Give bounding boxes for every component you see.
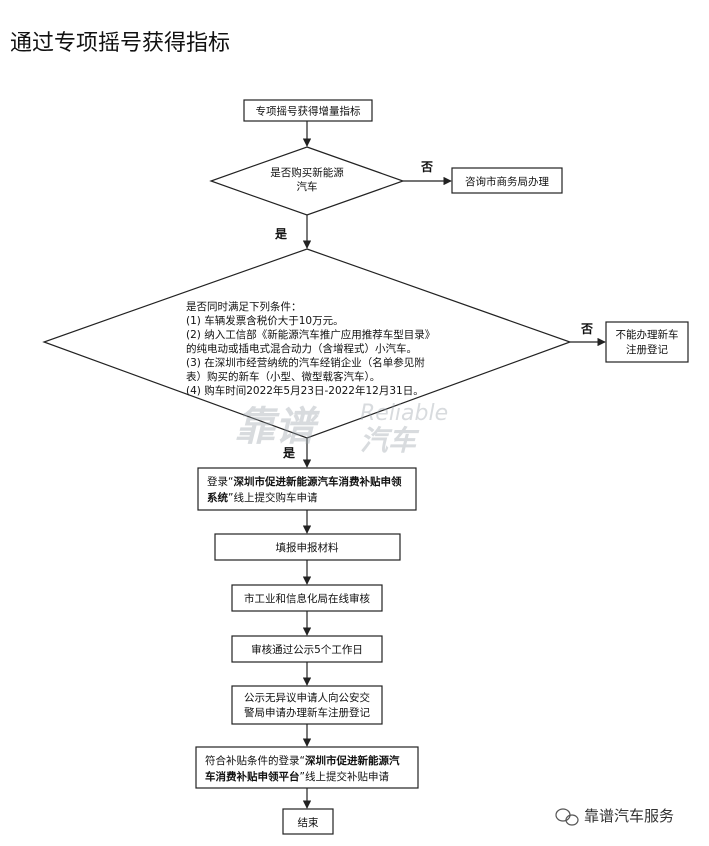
edges — [302, 121, 606, 809]
edge-label-no-2: 否 — [580, 322, 593, 336]
step1-pre: 登录“ — [207, 475, 233, 488]
node-consult: 咨询市商务局办理 — [451, 167, 563, 194]
edge-label-yes-2: 是 — [282, 446, 296, 460]
condition-line-1: 是否同时满足下列条件： — [186, 300, 302, 313]
node-step-2: 填报申报材料 — [214, 533, 401, 561]
step6-bold-2: 车消费补贴申领平台 — [205, 770, 300, 783]
condition-line-2: (1) 车辆发票含税价大于10万元。 — [186, 314, 344, 327]
node-step-1: 登录“深圳市促进新能源汽车消费补贴申领 系统”线上提交购车申请 — [197, 467, 417, 511]
step1-post: ”线上提交购车申请 — [228, 491, 318, 504]
condition-line-7: (4) 购车时间2022年5月23日-2022年12月31日。 — [186, 384, 424, 397]
credit: 靠谱汽车服务 — [555, 807, 674, 826]
node-step-5: 公示无异议申请人向公安交 警局申请办理新车注册登记 — [231, 685, 383, 725]
watermark: 靠谱 Reliable 汽车 — [235, 401, 448, 457]
step1-bold-1: 深圳市促进新能源汽车消费补贴申领 — [233, 475, 401, 488]
watermark-latin: Reliable — [360, 401, 448, 426]
node-start: 专项摇号获得增量指标 — [243, 99, 373, 122]
step6-line-1: 符合补贴条件的登录“深圳市促进新能源汽 — [205, 754, 400, 767]
condition-line-6: 表）购买的新车（小型、微型载客汽车）。 — [186, 370, 380, 383]
page-title: 通过专项摇号获得指标 — [10, 31, 230, 56]
step1-line-2: 系统”线上提交购车申请 — [207, 491, 318, 504]
decision-buy-nev: 是否购买新能源 汽车 — [209, 146, 405, 216]
credit-text: 靠谱汽车服务 — [584, 807, 674, 825]
step6-post: ”线上提交补贴申请 — [300, 770, 390, 783]
end-label: 结束 — [298, 816, 319, 829]
step3-label: 市工业和信息化局在线审核 — [244, 592, 370, 605]
condition-line-5: (3) 在深圳市经营纳统的汽车经销企业（名单参见附 — [186, 356, 425, 369]
condition-line-4: 的纯电动或插电式混合动力（含增程式）小汽车。 — [186, 342, 417, 355]
step6-bold-1: 深圳市促进新能源汽 — [305, 754, 400, 767]
decision-conditions: 是否同时满足下列条件： (1) 车辆发票含税价大于10万元。 (2) 纳入工信部… — [42, 248, 572, 439]
step1-line-1: 登录“深圳市促进新能源汽车消费补贴申领 — [207, 475, 402, 488]
step2-label: 填报申报材料 — [276, 541, 339, 554]
node-start-label: 专项摇号获得增量指标 — [256, 105, 361, 118]
edge-label-yes-1: 是 — [274, 227, 288, 241]
node-step-4: 审核通过公示5个工作日 — [231, 635, 383, 663]
step6-line-2: 车消费补贴申领平台”线上提交补贴申请 — [205, 770, 389, 783]
step5-line-2: 警局申请办理新车注册登记 — [244, 706, 370, 719]
decision-buy-nev-line-2: 汽车 — [297, 180, 318, 193]
step4-label: 审核通过公示5个工作日 — [251, 643, 363, 656]
node-step-6: 符合补贴条件的登录“深圳市促进新能源汽 车消费补贴申领平台”线上提交补贴申请 — [195, 746, 419, 789]
edge-label-no-1: 否 — [420, 160, 433, 174]
watermark-sub: 汽车 — [360, 424, 420, 457]
watermark-chinese: 靠谱 — [235, 404, 320, 450]
decision-buy-nev-line-1: 是否购买新能源 — [270, 166, 344, 179]
condition-line-3: (2) 纳入工信部《新能源汽车推广应用推荐车型目录》 — [186, 328, 435, 341]
node-cannot-line-1: 不能办理新车 — [616, 328, 679, 341]
node-end: 结束 — [282, 808, 334, 835]
node-consult-label: 咨询市商务局办理 — [465, 175, 549, 188]
node-cannot-register: 不能办理新车 注册登记 — [605, 321, 689, 363]
step5-line-1: 公示无异议申请人向公安交 — [244, 691, 370, 704]
wechat-icon — [555, 808, 579, 826]
node-step-3: 市工业和信息化局在线审核 — [231, 584, 383, 612]
node-cannot-line-2: 注册登记 — [626, 343, 668, 356]
step6-pre: 符合补贴条件的登录“ — [205, 754, 305, 767]
step1-bold-2: 系统 — [207, 491, 228, 504]
